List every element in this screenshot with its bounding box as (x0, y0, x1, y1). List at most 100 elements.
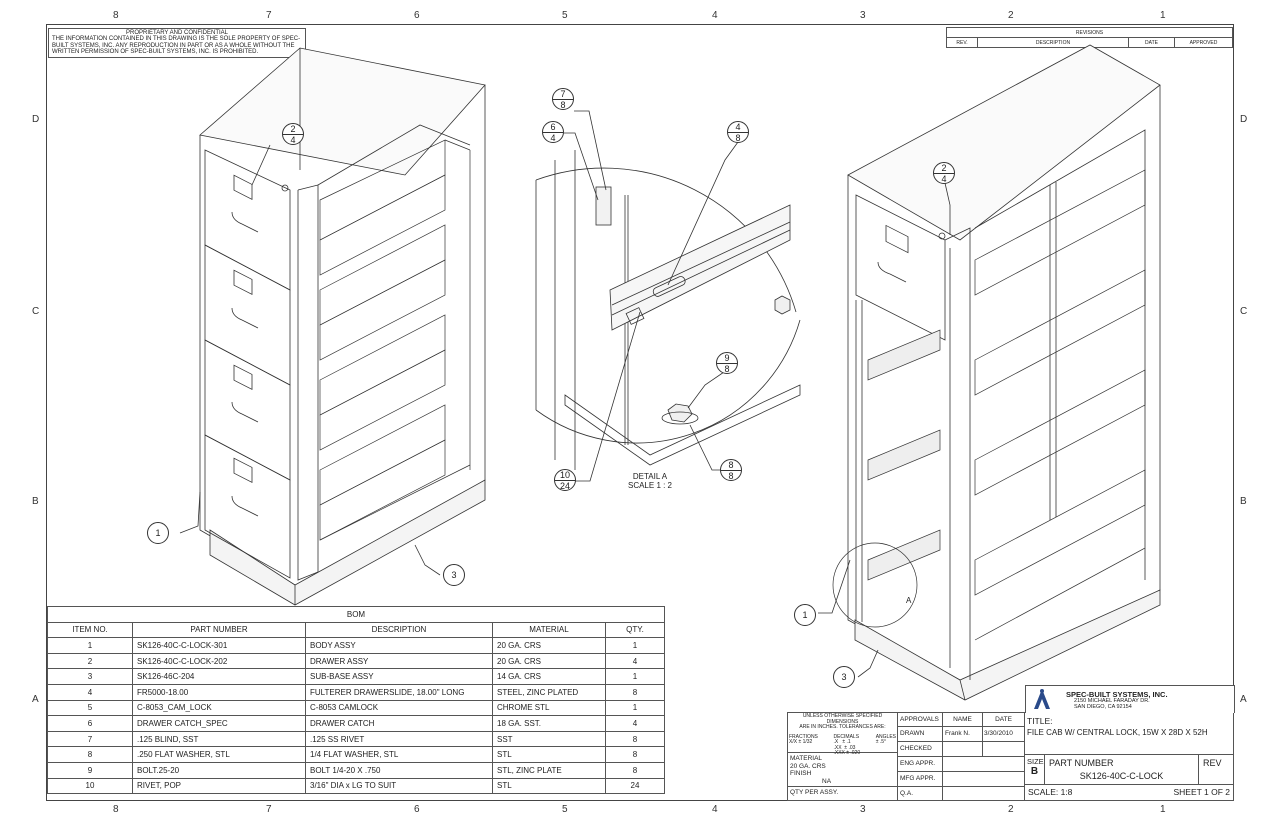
checked-name (943, 742, 983, 757)
tolerance-angles: ANGLES ± .5° (875, 733, 896, 745)
company-block: SPEC-BUILT SYSTEMS, INC. 2150 MICHAEL FA… (1025, 685, 1235, 713)
zone-left-C: C (32, 306, 40, 317)
bom-header-part-number: PART NUMBER (132, 621, 306, 639)
balloon-item-1-right: 1 (794, 604, 816, 626)
balloon-item-3-left: 3 (443, 564, 465, 586)
zone-top-2: 2 (1008, 10, 1014, 21)
bom-table: BOM ITEM NO. PART NUMBER DESCRIPTION MAT… (47, 606, 665, 795)
finish-value: NA (822, 777, 832, 785)
balloon-number: 2 (934, 163, 954, 174)
detail-a-marker: A (906, 596, 912, 605)
balloon-item-1-left: 1 (147, 522, 169, 544)
zone-bottom-7: 7 (266, 804, 272, 815)
material-value: 20 GA. CRS (790, 762, 826, 770)
detail-a-title: DETAIL A (632, 472, 668, 481)
zone-left-D: D (32, 114, 40, 125)
tolerance-fractions: FRACTIONS X/X ± 1/32 (789, 733, 818, 745)
bom-item-no: 1 (47, 637, 133, 654)
drawn-name: Frank N. (943, 727, 983, 742)
company-name: SPEC-BUILT SYSTEMS, INC. (1066, 690, 1168, 699)
balloon-number: 7 (553, 89, 573, 100)
balloon-number: 8 (721, 460, 741, 471)
tolerance-note-2: ARE IN INCHES. TOLERANCES ARE: (799, 724, 886, 730)
tolerance-block: UNLESS OTHERWISE SPECIFIED DIMENSIONS AR… (788, 713, 898, 756)
bom-description: .125 SS RIVET (305, 730, 493, 748)
proprietary-notice: PROPRIETARY AND CONFIDENTIAL THE INFORMA… (48, 28, 306, 58)
bom-part-number: DRAWER CATCH_SPEC (132, 715, 306, 732)
mfg-appr-label: MFG APPR. (898, 772, 943, 787)
detail-a-scale: SCALE 1 : 2 (627, 481, 673, 490)
bom-part-number: RIVET, POP (132, 777, 306, 795)
bom-part-number: .125 BLIND, SST (132, 730, 306, 748)
balloon-number: 10 (555, 470, 575, 481)
balloon-qty: 8 (735, 133, 741, 143)
approvals-header: APPROVALS (898, 713, 943, 727)
bom-item-no: 6 (47, 715, 133, 732)
bom-item-no: 9 (47, 761, 133, 779)
scale-value: SCALE: 1:8 (1028, 787, 1073, 797)
zone-right-A: A (1240, 694, 1247, 705)
tolerance-decimals: DECIMALS .X ± .1 .XX ± .03 .XXX ± .020 (833, 733, 861, 756)
zone-top-5: 5 (562, 10, 568, 21)
bom-item-no: 8 (47, 746, 133, 763)
company-logo-icon (1034, 689, 1050, 709)
bom-qty: 24 (605, 777, 665, 795)
bom-title: BOM (47, 606, 665, 623)
bom-qty: 4 (605, 652, 665, 670)
balloon-qty: 24 (559, 481, 570, 491)
sheet-value: SHEET 1 OF 2 (1173, 787, 1230, 797)
balloon-number: 4 (728, 122, 748, 133)
zone-top-1: 1 (1160, 10, 1166, 21)
bom-header-description: DESCRIPTION (305, 621, 493, 639)
balloon-qty: 4 (941, 174, 947, 184)
bom-part-number: BOLT.25-20 (132, 761, 306, 779)
bom-part-number: .250 FLAT WASHER, STL (132, 746, 306, 763)
qa-label: Q.A. (898, 787, 943, 801)
material-label: MATERIAL (790, 755, 823, 762)
balloon-item-3-right: 3 (833, 666, 855, 688)
qa-value (943, 787, 1025, 801)
zone-top-7: 7 (266, 10, 272, 21)
bom-qty: 8 (605, 746, 665, 763)
name-header: NAME (943, 713, 983, 727)
zone-bottom-6: 6 (414, 804, 420, 815)
bom-material: 20 GA. CRS (492, 637, 606, 654)
drawing-title: FILE CAB W/ CENTRAL LOCK, 15W X 28D X 52… (1027, 728, 1208, 737)
bom-description: DRAWER CATCH (305, 715, 493, 732)
bom-part-number: C-8053_CAM_LOCK (132, 699, 306, 717)
size-block: SIZE B (1025, 755, 1045, 785)
balloon-qty: 8 (724, 364, 730, 374)
bom-material: STL (492, 777, 606, 795)
zone-bottom-1: 1 (1160, 804, 1166, 815)
bom-header-item-no: ITEM NO. (47, 621, 133, 639)
bom-description: BODY ASSY (305, 637, 493, 654)
bom-description: DRAWER ASSY (305, 652, 493, 670)
bom-material: SST (492, 730, 606, 748)
date-header: DATE (983, 713, 1025, 727)
bom-item-no: 10 (47, 777, 133, 795)
bom-description: FULTERER DRAWERSLIDE, 18.00" LONG (305, 683, 493, 701)
drawn-label: DRAWN (898, 727, 943, 742)
eng-appr-label: ENG APPR. (898, 757, 943, 772)
bom-description: SUB-BASE ASSY (305, 668, 493, 685)
size-value: B (1030, 766, 1039, 777)
bom-material: STL (492, 746, 606, 763)
bom-part-number: SK126-40C-C-LOCK-202 (132, 652, 306, 670)
zone-bottom-8: 8 (113, 804, 119, 815)
bom-material: 18 GA. SST. (492, 715, 606, 732)
checked-label: CHECKED (898, 742, 943, 757)
drawn-date: 3/30/2010 (983, 727, 1025, 742)
bom-item-no: 2 (47, 652, 133, 670)
balloon-number: 9 (717, 353, 737, 364)
material-block: MATERIAL 20 GA. CRS FINISH NA (788, 753, 898, 787)
